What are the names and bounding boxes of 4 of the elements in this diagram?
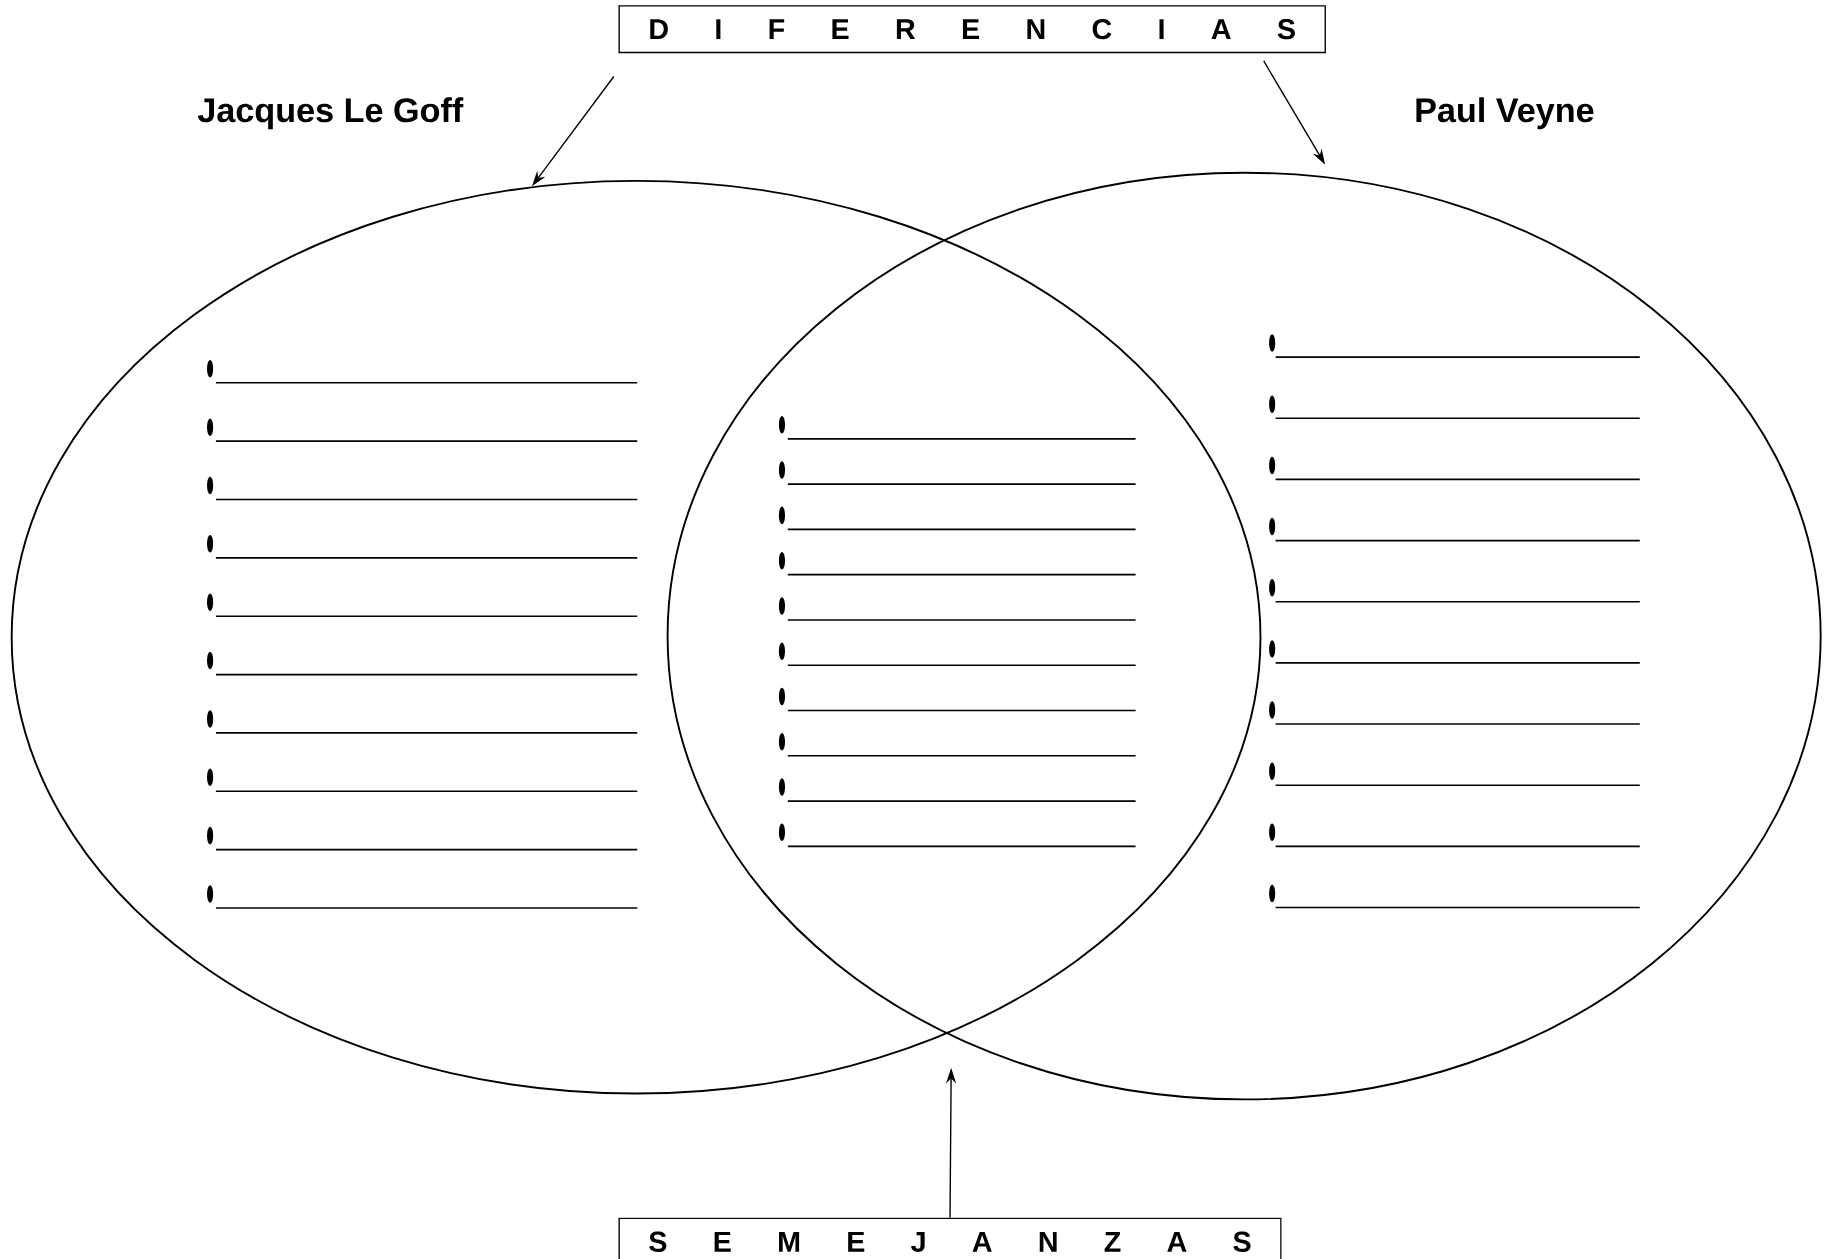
label-box: D I F E R E N C I A S [618, 5, 1326, 54]
heading: Paul Veyne [1416, 97, 1594, 129]
label-box: S E M E J A N Z A S [618, 1217, 1282, 1259]
heading: Jacques Le Goff [197, 97, 464, 129]
